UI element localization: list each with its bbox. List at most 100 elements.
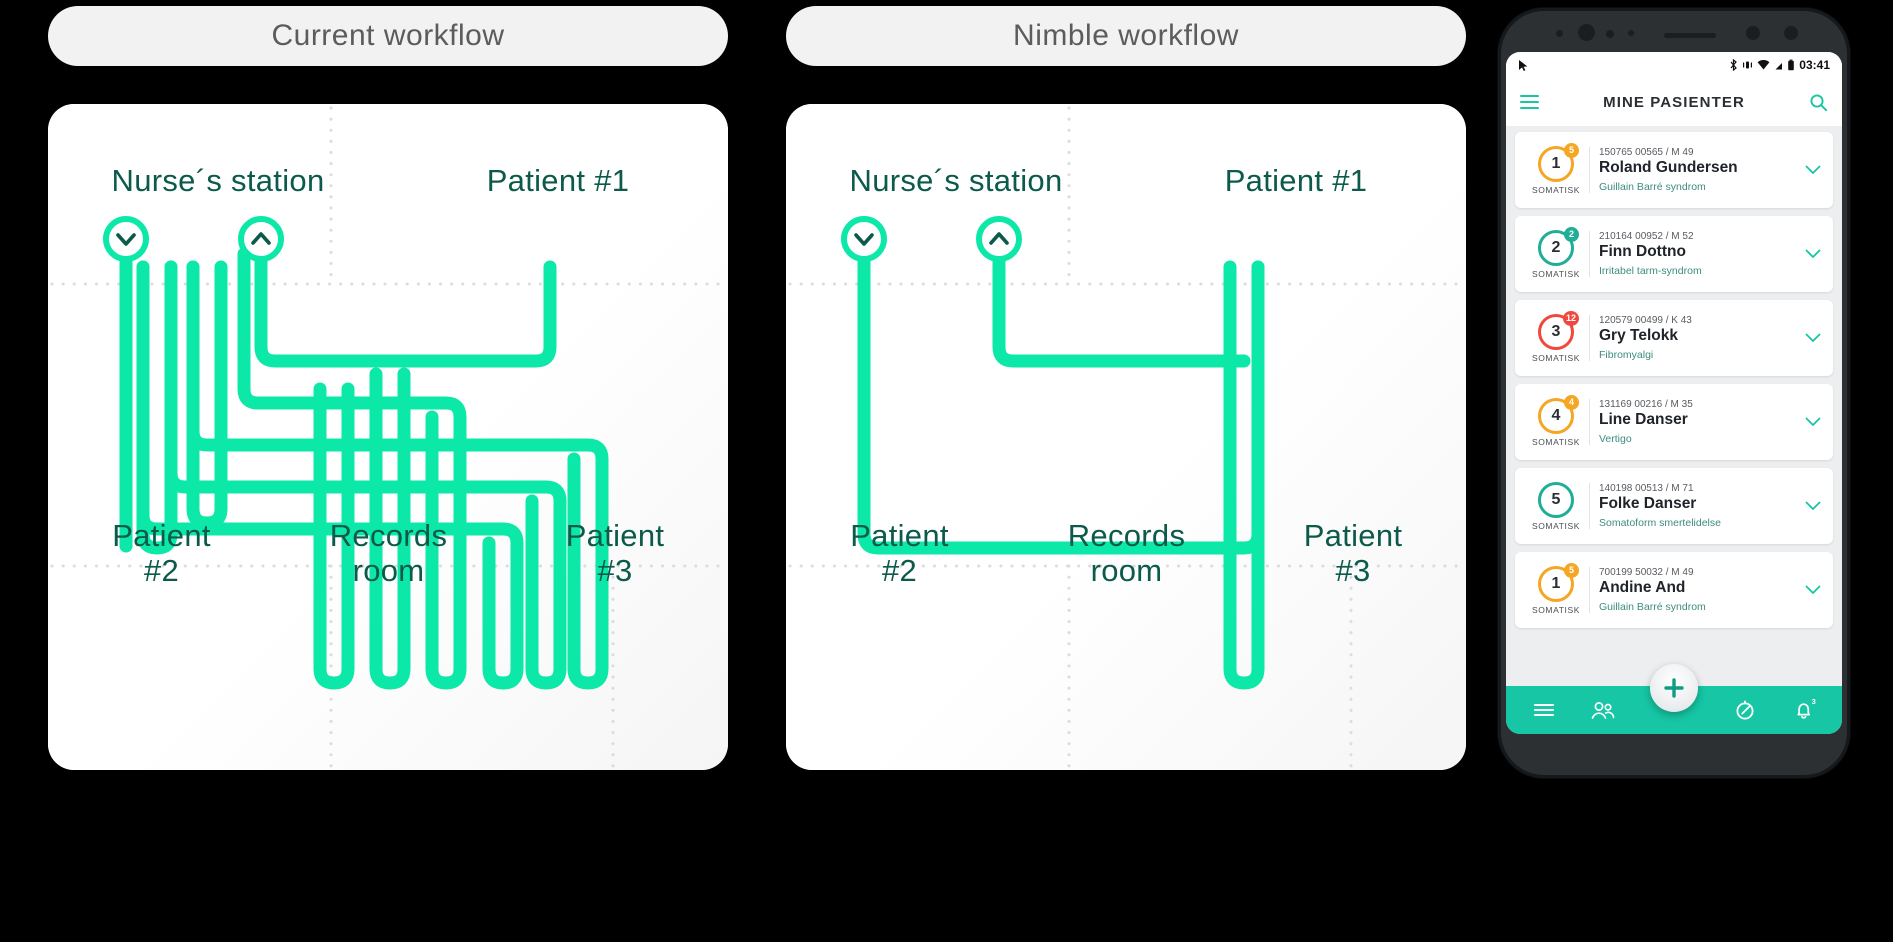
add-patient-fab[interactable] — [1650, 664, 1698, 712]
patient-rank-value: 1 — [1551, 154, 1561, 172]
patient-category: SOMATISK — [1531, 604, 1581, 615]
chevron-up-node-nimble[interactable] — [976, 216, 1022, 262]
patient-id-line: 210164 00952 / M 52 — [1599, 231, 1694, 242]
expand-row-button[interactable] — [1803, 333, 1823, 343]
patient-diagnosis: Fibromyalgi — [1599, 349, 1654, 361]
front-camera — [1578, 24, 1595, 41]
grid-guides-current — [50, 106, 726, 768]
workflow-card-nimble: Nurse´s station Patient #1 Patient #2 Re… — [786, 104, 1466, 770]
chevron-down-icon — [1805, 417, 1821, 426]
route-lines-nimble — [857, 252, 1265, 690]
zone-label-nurses-station-current: Nurse´s station — [111, 163, 325, 198]
row-divider — [1589, 567, 1590, 613]
bottom-nav-stopwatch-icon[interactable] — [1732, 697, 1758, 723]
sensor-dot-4 — [1784, 26, 1798, 40]
patient-rank-badge: 5 — [1564, 142, 1579, 158]
panel-title-nimble-label: Nimble workflow — [1013, 19, 1239, 52]
route-lines-current — [119, 247, 609, 690]
patient-name: Line Danser — [1599, 411, 1688, 428]
patient-rank-value: 4 — [1551, 406, 1561, 424]
patient-rank-badge: 12 — [1562, 310, 1579, 326]
patient-category: SOMATISK — [1531, 436, 1581, 447]
card-background-nimble — [786, 104, 1466, 770]
chevron-down-icon — [854, 233, 874, 246]
zone-label-records-room-current: Records room — [329, 518, 448, 588]
chevron-down-icon — [1805, 165, 1821, 174]
patient-rank-badge: 2 — [1564, 226, 1579, 242]
patient-rank-value: 1 — [1551, 574, 1561, 592]
status-bar-time: 03:41 — [1799, 58, 1830, 72]
patient-name: Roland Gundersen — [1599, 159, 1738, 176]
bluetooth-icon — [1730, 59, 1738, 71]
chevron-down-icon — [1805, 333, 1821, 342]
route-nodes-nimble — [841, 216, 1022, 262]
expand-row-button[interactable] — [1803, 501, 1823, 511]
zone-label-patient2-nimble: Patient #2 — [850, 518, 949, 588]
panel-title-current: Current workflow — [48, 6, 728, 66]
patient-id-line: 131169 00216 / M 35 — [1599, 399, 1693, 410]
patient-id-line: 120579 00499 / K 43 — [1599, 315, 1692, 326]
status-bar: 03:41 — [1506, 52, 1842, 78]
zone-label-patient2-current: Patient #2 — [112, 518, 211, 588]
search-icon[interactable] — [1809, 93, 1828, 112]
bottom-nav-people-icon[interactable] — [1590, 697, 1616, 723]
patient-id-line: 150765 00565 / M 49 — [1599, 147, 1694, 158]
zone-label-patient1-current: Patient #1 — [486, 163, 630, 198]
hamburger-icon[interactable] — [1520, 94, 1539, 110]
patient-name: Finn Dottno — [1599, 243, 1686, 260]
chevron-down-node-nimble[interactable] — [841, 216, 887, 262]
panel-title-nimble: Nimble workflow — [786, 6, 1466, 66]
patient-rank-badge: 4 — [1564, 394, 1579, 410]
sensor-dot-3 — [1746, 26, 1760, 40]
cursor-icon — [1519, 59, 1528, 71]
row-divider — [1589, 483, 1590, 529]
expand-row-button[interactable] — [1803, 585, 1823, 595]
expand-row-button[interactable] — [1803, 249, 1823, 259]
bottom-nav-hamburger-icon[interactable] — [1531, 697, 1557, 723]
patient-diagnosis: Guillain Barré syndrom — [1599, 601, 1706, 613]
battery-icon — [1788, 59, 1795, 71]
chevron-down-icon — [1805, 249, 1821, 258]
patient-rank-value: 2 — [1551, 238, 1561, 256]
chevron-down-icon — [1805, 501, 1821, 510]
vibrate-icon — [1743, 61, 1753, 69]
sensor-dot-1 — [1606, 30, 1614, 38]
bottom-nav-bell-icon[interactable]: 3 — [1791, 696, 1820, 723]
workflow-card-current: Nurse´s station Patient #1 Patient #2 Re… — [48, 104, 728, 770]
app-bar-title: MINE PASIENTER — [1603, 93, 1745, 111]
patient-category: SOMATISK — [1531, 268, 1581, 279]
sensor-dot-2 — [1628, 30, 1634, 36]
zone-label-nurses-station-nimble: Nurse´s station — [849, 163, 1063, 198]
status-bar-left — [1518, 59, 1729, 72]
camera-dot — [1556, 30, 1563, 37]
expand-row-button[interactable] — [1803, 417, 1823, 427]
row-divider — [1589, 315, 1590, 361]
wifi-icon — [1757, 59, 1770, 70]
patient-id-line: 700199 50032 / M 49 — [1599, 567, 1694, 578]
bell-badge: 3 — [1808, 696, 1820, 707]
row-divider — [1589, 231, 1590, 277]
patient-rank-value: 3 — [1551, 322, 1561, 340]
expand-row-button[interactable] — [1803, 165, 1823, 175]
panel-title-current-label: Current workflow — [271, 19, 505, 52]
patient-category: SOMATISK — [1531, 184, 1581, 195]
status-bar-right: 03:41 — [1729, 58, 1830, 72]
